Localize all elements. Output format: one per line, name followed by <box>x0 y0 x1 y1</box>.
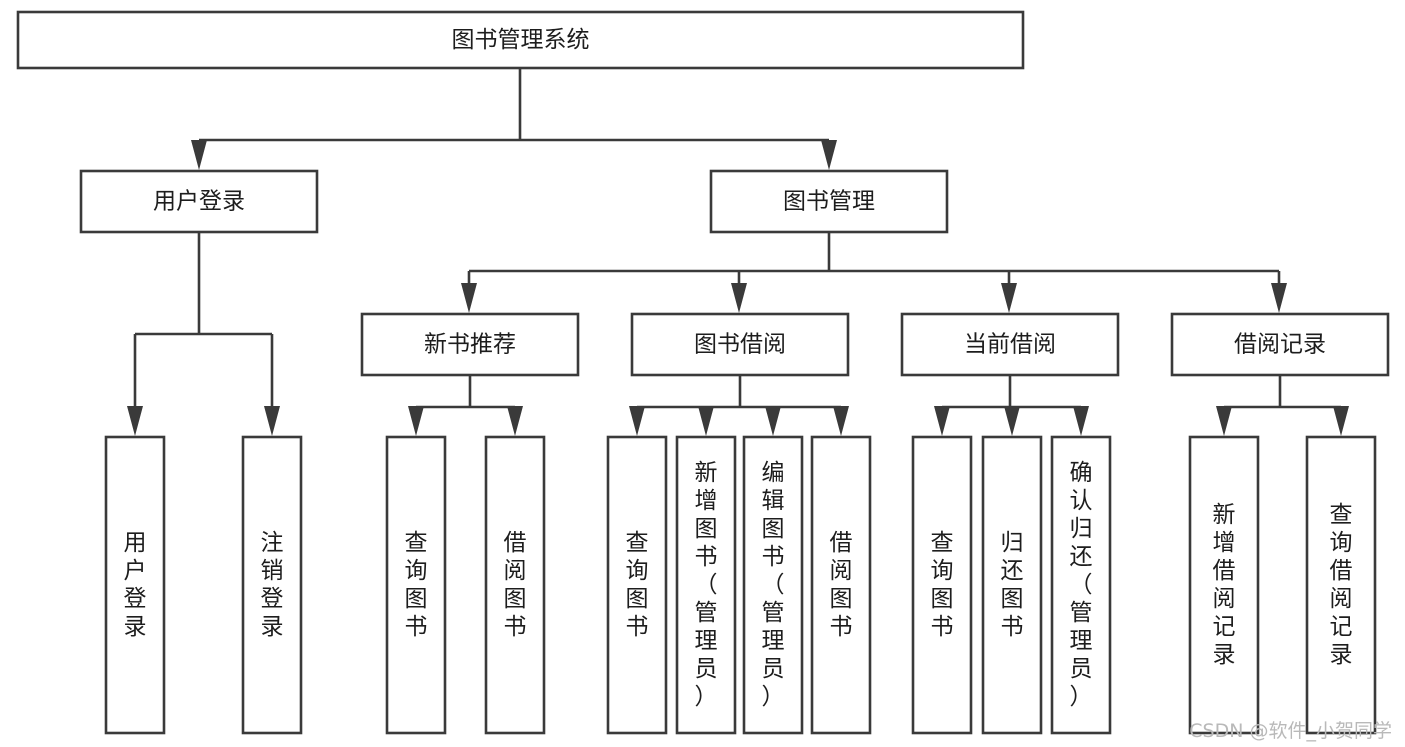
arrow-head-icon <box>264 406 280 436</box>
node-label: 借阅图书 <box>504 530 527 640</box>
node-label: 图书管理 <box>783 189 875 215</box>
arrow-head-icon <box>833 406 849 436</box>
arrow-head-icon <box>408 406 424 436</box>
arrow-head-icon <box>1073 406 1089 436</box>
node-label: 查询图书 <box>405 530 428 640</box>
arrow-head-icon <box>629 406 645 436</box>
edge-layer <box>127 68 1349 436</box>
node-label: 当前借阅 <box>964 332 1056 358</box>
arrow-head-icon <box>765 406 781 436</box>
edge-group-current-borrow <box>934 375 1089 436</box>
node-box[interactable] <box>104 435 166 735</box>
arrow-head-icon <box>1333 406 1349 436</box>
node-box[interactable] <box>981 435 1043 735</box>
edge-group-borrow-record <box>1216 375 1349 436</box>
node-layer: 图书管理系统用户登录图书管理新书推荐图书借阅当前借阅借阅记录用户登录注销登录查询… <box>16 10 1390 735</box>
arrow-head-icon <box>731 283 747 313</box>
node-box[interactable] <box>742 435 804 735</box>
node-box[interactable] <box>1050 435 1112 735</box>
node-label: 用户登录 <box>153 189 245 215</box>
node-leaf-edit-book-admin[interactable]: 编辑图书（管理员） <box>742 435 804 735</box>
node-label: 注销登录 <box>261 530 284 640</box>
node-box[interactable] <box>900 312 1120 377</box>
node-leaf-borrow-book-2[interactable]: 借阅图书 <box>810 435 872 735</box>
node-label: 借阅图书 <box>830 530 853 640</box>
edge-group-book-borrow <box>629 375 849 436</box>
node-user-login[interactable]: 用户登录 <box>79 169 319 234</box>
arrow-head-icon <box>461 283 477 313</box>
node-root[interactable]: 图书管理系统 <box>16 10 1025 70</box>
node-box[interactable] <box>606 435 668 735</box>
node-current-borrow[interactable]: 当前借阅 <box>900 312 1120 377</box>
node-box[interactable] <box>911 435 973 735</box>
watermark-label: CSDN @软件_小贺同学 <box>1189 720 1392 742</box>
node-box[interactable] <box>1188 435 1260 735</box>
node-leaf-user-login[interactable]: 用户登录 <box>104 435 166 735</box>
node-box[interactable] <box>385 435 447 735</box>
node-box[interactable] <box>484 435 546 735</box>
node-box[interactable] <box>675 435 737 735</box>
arrow-head-icon <box>1271 283 1287 313</box>
edge-group-new-book-rec <box>408 375 523 436</box>
node-label: 查询图书 <box>931 530 954 640</box>
node-label: 确认归还（管理员） <box>1070 460 1093 710</box>
node-label: 查询图书 <box>626 530 649 640</box>
node-label: 新增借阅记录 <box>1213 502 1236 668</box>
node-box[interactable] <box>630 312 850 377</box>
node-box[interactable] <box>810 435 872 735</box>
node-box[interactable] <box>1305 435 1377 735</box>
node-leaf-query-book-1[interactable]: 查询图书 <box>385 435 447 735</box>
arrow-head-icon <box>1216 406 1232 436</box>
node-leaf-add-borrow-record[interactable]: 新增借阅记录 <box>1188 435 1260 735</box>
arrow-head-icon <box>821 140 837 170</box>
node-leaf-borrow-book-1[interactable]: 借阅图书 <box>484 435 546 735</box>
arrow-head-icon <box>191 140 207 170</box>
node-label: 图书管理系统 <box>452 27 590 53</box>
node-leaf-query-book-3[interactable]: 查询图书 <box>911 435 973 735</box>
arrow-head-icon <box>698 406 714 436</box>
edge-group-root <box>191 68 837 170</box>
node-label: 查询借阅记录 <box>1330 502 1353 668</box>
edge-group-user-login <box>127 232 280 436</box>
node-book-borrow[interactable]: 图书借阅 <box>630 312 850 377</box>
node-box[interactable] <box>709 169 949 234</box>
node-box[interactable] <box>79 169 319 234</box>
arrow-head-icon <box>1001 283 1017 313</box>
node-leaf-confirm-return-admin[interactable]: 确认归还（管理员） <box>1050 435 1112 735</box>
arrow-head-icon <box>507 406 523 436</box>
node-label: 图书借阅 <box>694 332 786 358</box>
node-leaf-add-book-admin[interactable]: 新增图书（管理员） <box>675 435 737 735</box>
node-new-book-rec[interactable]: 新书推荐 <box>360 312 580 377</box>
node-box[interactable] <box>241 435 303 735</box>
node-box[interactable] <box>360 312 580 377</box>
node-book-manage[interactable]: 图书管理 <box>709 169 949 234</box>
node-leaf-query-book-2[interactable]: 查询图书 <box>606 435 668 735</box>
node-label: 归还图书 <box>1001 530 1024 640</box>
arrow-head-icon <box>127 406 143 436</box>
node-leaf-query-borrow-record[interactable]: 查询借阅记录 <box>1305 435 1377 735</box>
arrow-head-icon <box>934 406 950 436</box>
node-label: 编辑图书（管理员） <box>762 460 785 710</box>
node-borrow-record[interactable]: 借阅记录 <box>1170 312 1390 377</box>
node-leaf-logout[interactable]: 注销登录 <box>241 435 303 735</box>
node-leaf-return-book[interactable]: 归还图书 <box>981 435 1043 735</box>
arrow-head-icon <box>1004 406 1020 436</box>
node-box[interactable] <box>1170 312 1390 377</box>
node-label: 新书推荐 <box>424 332 516 358</box>
node-label: 新增图书（管理员） <box>695 460 718 710</box>
node-box[interactable] <box>16 10 1025 70</box>
edge-group-book-manage <box>461 232 1287 313</box>
node-label: 借阅记录 <box>1234 332 1326 358</box>
node-label: 用户登录 <box>124 530 147 640</box>
